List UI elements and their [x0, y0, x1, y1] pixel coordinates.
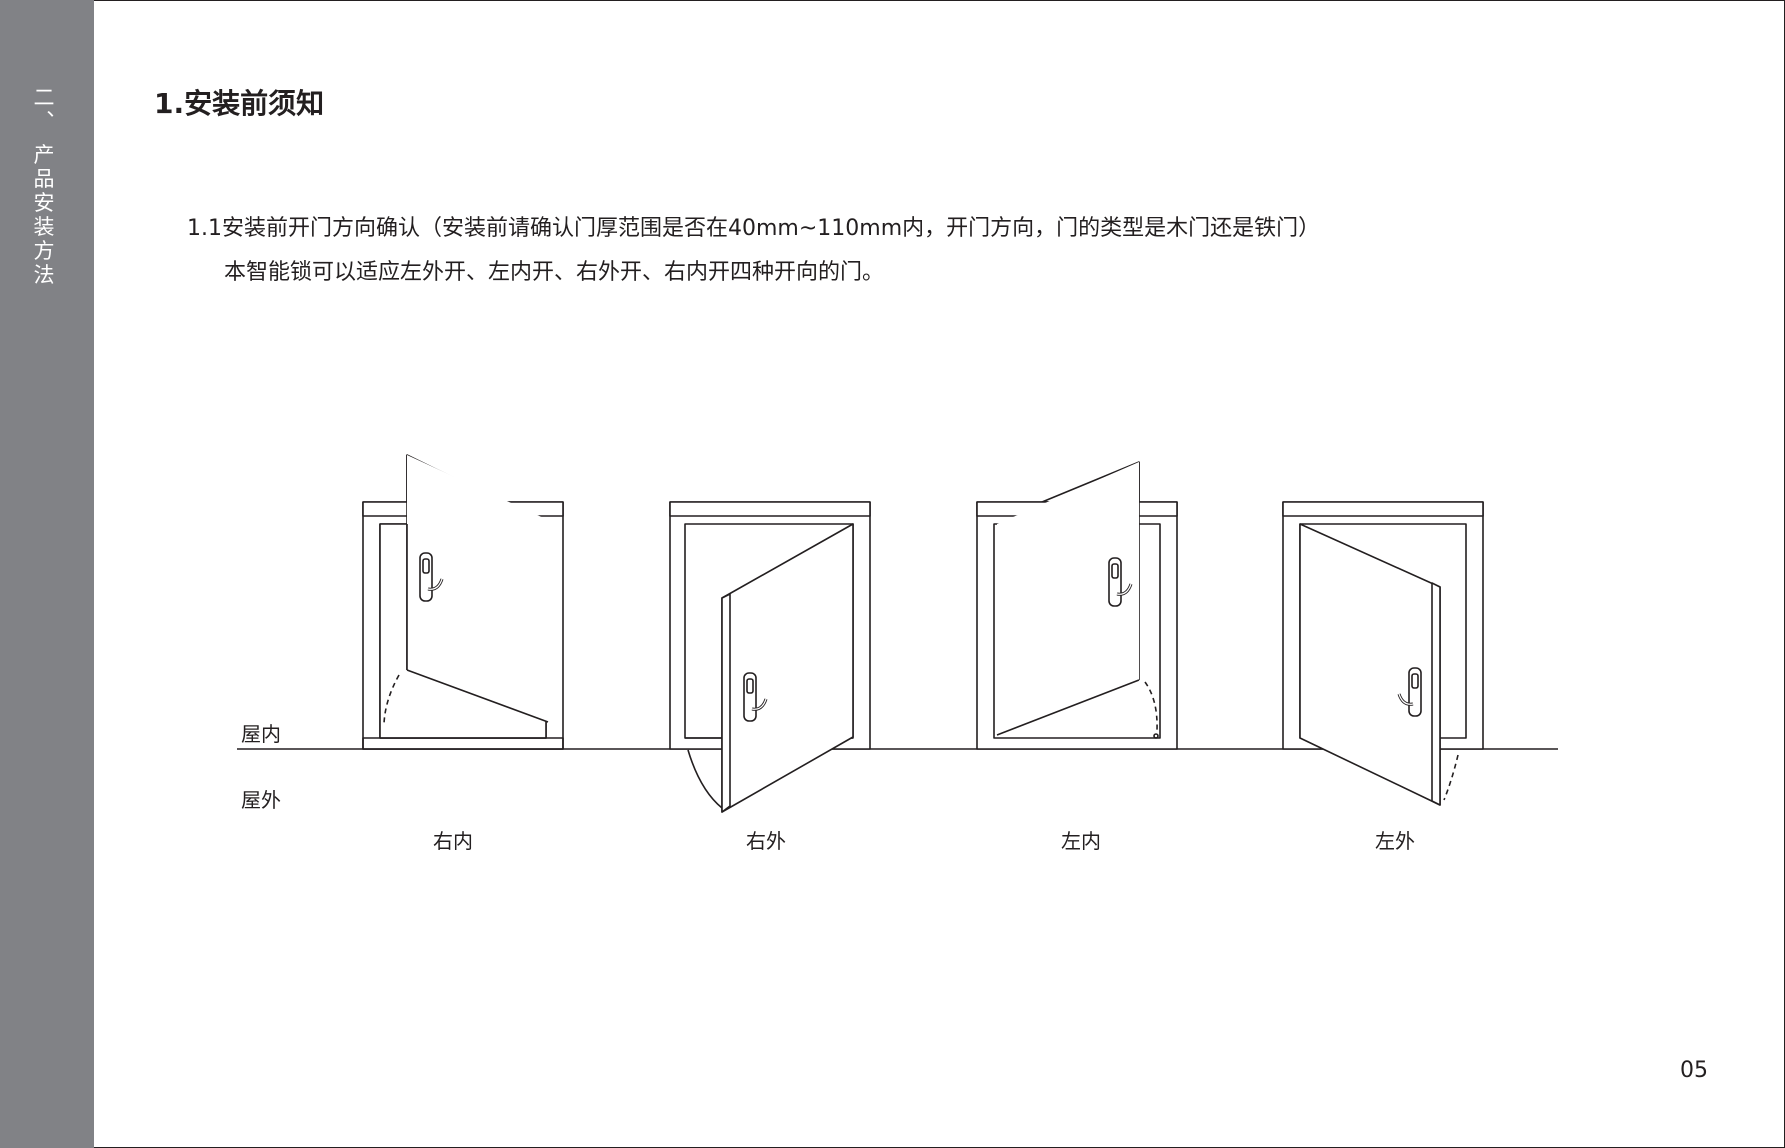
door-left-outward: [1282, 501, 1484, 806]
door-caption: 左外: [1375, 829, 1415, 853]
door-caption: 左内: [1061, 829, 1101, 853]
section-title: 1.安装前须知: [154, 87, 325, 120]
chapter-sidebar: 二、 产品安装方法: [0, 0, 94, 1148]
door-caption: 右外: [746, 829, 786, 853]
subsection-description: 本智能锁可以适应左外开、左内开、右外开、右内开四种开向的门。: [224, 260, 885, 285]
door-right-inward: [362, 454, 564, 750]
door-left-inward: [976, 461, 1178, 750]
subsection-heading: 1.1安装前开门方向确认（安装前请确认门厚范围是否在40mm~110mm内，开门…: [187, 216, 1321, 241]
chapter-title: 二、 产品安装方法: [31, 86, 55, 288]
door-caption: 右内: [433, 829, 473, 853]
outdoor-label: 屋外: [241, 788, 281, 812]
indoor-label: 屋内: [241, 722, 281, 746]
door-right-outward: [669, 501, 871, 813]
page-number: 05: [1680, 1058, 1708, 1083]
